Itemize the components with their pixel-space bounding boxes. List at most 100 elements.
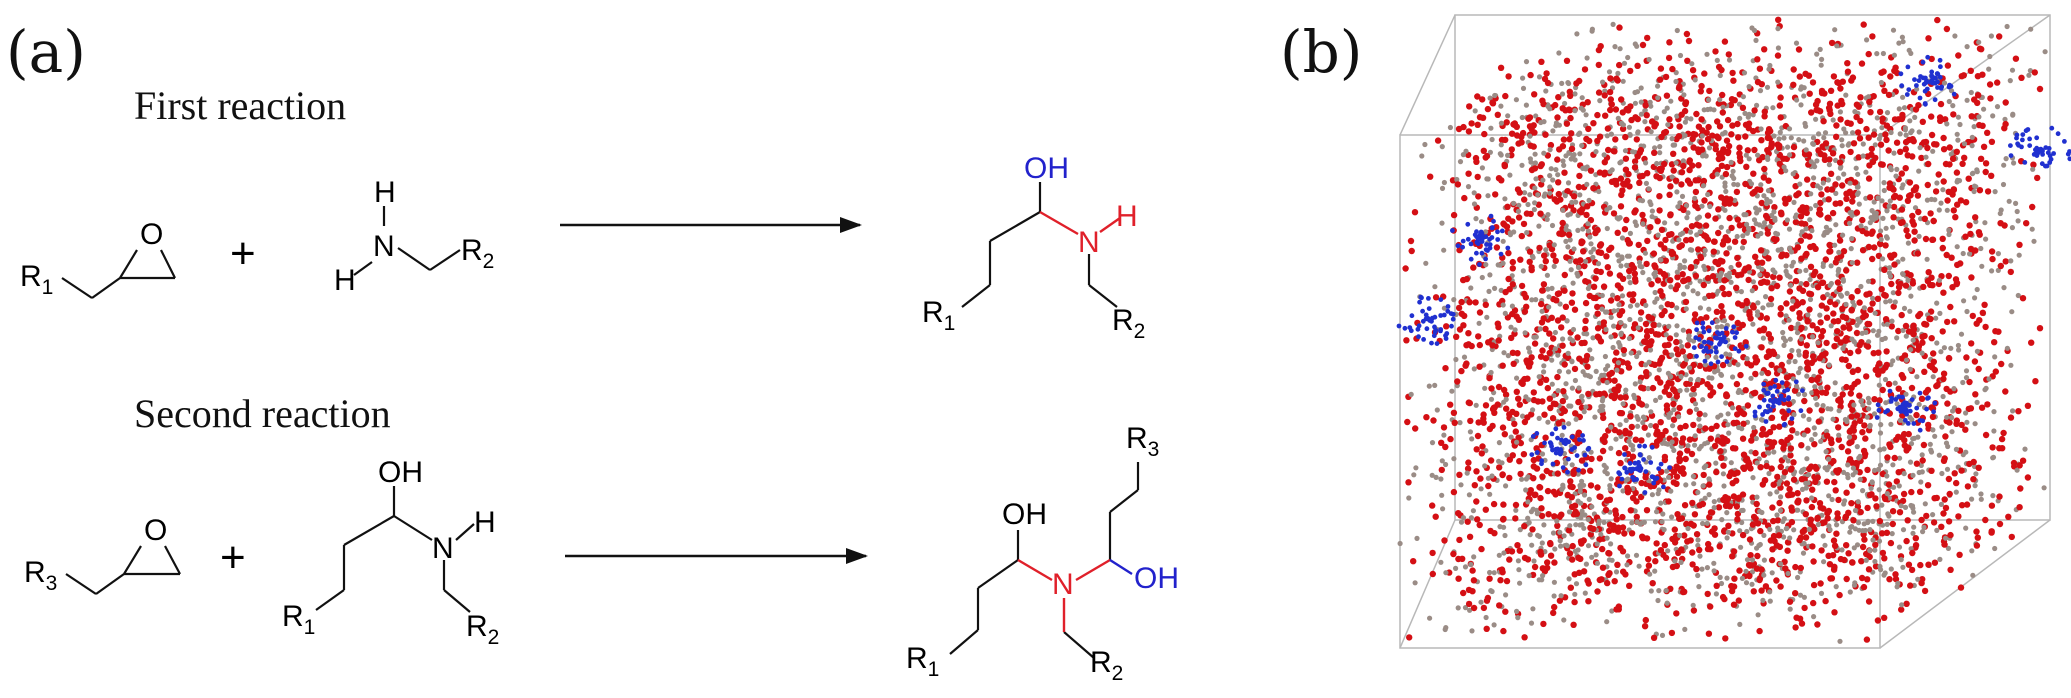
atom (1872, 563, 1880, 570)
atom (2010, 408, 2016, 414)
atom (1610, 344, 1616, 351)
atom (1768, 361, 1775, 369)
atom (1570, 338, 1576, 344)
atom (1793, 40, 1800, 46)
atom (1809, 390, 1815, 396)
atom (1648, 281, 1655, 288)
atom (1702, 441, 1708, 447)
atom (1552, 400, 1559, 408)
atom (1575, 398, 1582, 406)
atom (1930, 358, 1938, 365)
atom (1555, 352, 1561, 358)
atom (1823, 339, 1830, 347)
atom (1568, 145, 1576, 152)
atom (1536, 483, 1543, 491)
atom (1486, 374, 1493, 382)
atom (1851, 179, 1859, 186)
atom (1620, 78, 1626, 84)
atom (1513, 507, 1519, 513)
atom (1991, 409, 1997, 415)
atom (1826, 523, 1832, 529)
atom (1958, 502, 1966, 509)
atom (1731, 575, 1738, 582)
atom (1699, 127, 1706, 134)
atom (1548, 245, 1556, 253)
atom (1501, 350, 1507, 356)
atom (1940, 187, 1946, 193)
atom (1770, 350, 1778, 358)
atom (1611, 308, 1617, 314)
atom (1813, 202, 1819, 209)
atom (1806, 465, 1813, 473)
atom (1824, 509, 1831, 517)
atom (1857, 508, 1864, 516)
atom (1674, 269, 1680, 275)
atom (1520, 451, 1528, 458)
atom (1901, 437, 1908, 444)
atom (1802, 511, 1810, 518)
atom (1761, 193, 1767, 199)
atom (2019, 295, 2027, 302)
atom (1412, 425, 1419, 432)
atom (1582, 512, 1588, 518)
atom (1562, 193, 1568, 199)
atom (1557, 301, 1563, 307)
atom (1833, 157, 1839, 163)
atom (1577, 130, 1583, 136)
atom (1855, 154, 1862, 161)
atom (1665, 341, 1672, 348)
atom (1882, 376, 1889, 383)
atom (1485, 193, 1491, 199)
atom (1848, 294, 1855, 301)
atom (1694, 381, 1701, 388)
atom (1509, 281, 1517, 288)
atom (1515, 214, 1523, 221)
atom (1704, 51, 1710, 57)
atom (1957, 121, 1963, 128)
atom (1757, 88, 1764, 94)
atom (1928, 335, 1935, 342)
atom (1709, 172, 1716, 180)
atom (1763, 462, 1770, 470)
atom (1968, 340, 1975, 347)
atom (1773, 577, 1780, 584)
atom (1642, 320, 1650, 328)
atom (1660, 280, 1667, 287)
atom (1677, 200, 1683, 206)
atom (1552, 329, 1558, 336)
atom (1474, 173, 1481, 181)
atom (1656, 435, 1663, 443)
atom (1644, 170, 1651, 177)
atom (1556, 513, 1563, 520)
atom (1928, 404, 1935, 411)
atom (1734, 510, 1742, 518)
atom (1585, 221, 1591, 227)
atom (1463, 148, 1469, 154)
atom (1969, 548, 1975, 554)
atom (1892, 380, 1898, 386)
atom (1469, 567, 1476, 574)
atom (1843, 92, 1849, 98)
atom (1850, 465, 1856, 471)
atom (1753, 221, 1759, 227)
atom (1857, 476, 1863, 483)
atom (1830, 566, 1838, 573)
atom (1801, 397, 1808, 405)
atom (1522, 181, 1528, 187)
atom (1776, 274, 1783, 281)
atom (1877, 430, 1884, 436)
atom (1465, 459, 1472, 466)
atom (1661, 388, 1669, 395)
atom (1909, 280, 1917, 287)
atom (1821, 519, 1828, 526)
atom (1728, 460, 1734, 466)
atom (1725, 51, 1733, 58)
atom (1585, 125, 1592, 133)
atom (1628, 423, 1636, 431)
atom (1804, 318, 1811, 325)
atom (1980, 143, 1988, 150)
atom (1526, 489, 1533, 497)
atom (1795, 574, 1801, 581)
atom (1871, 244, 1878, 251)
atom (1828, 323, 1834, 329)
